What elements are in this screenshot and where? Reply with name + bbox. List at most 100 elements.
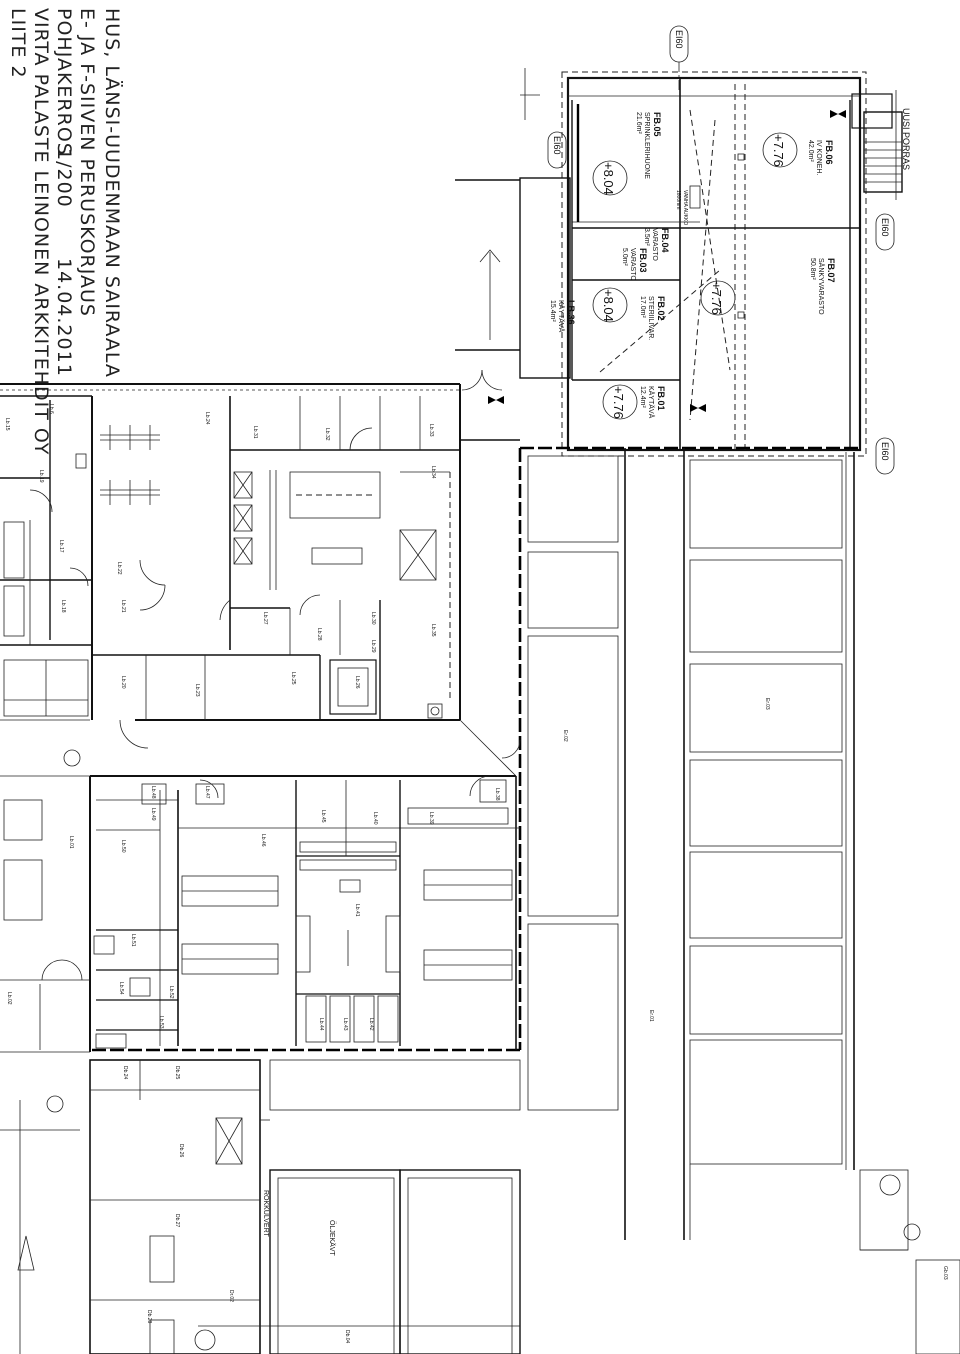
room-fb07-label: FB.07 SÄNKYVARASTO 50.8m² [809, 258, 836, 315]
svg-text:KÄYTÄVÄ: KÄYTÄVÄ [647, 386, 655, 419]
room-label: Lb.32 [324, 428, 330, 441]
level-circle [700, 280, 736, 316]
room-label: Lb.18 [60, 600, 66, 613]
room-label: Lb.29 [370, 640, 376, 653]
rokkulvert-label: RÖKKULVERT [262, 1190, 270, 1238]
west-rooms [0, 395, 92, 717]
room-label: Er.01 [648, 1010, 654, 1022]
title-block: HUS, LÄNSI-UUDENMAAN SAIRAALA E- JA F-SI… [7, 8, 124, 455]
central-upper-block [0, 369, 520, 749]
level-776-c: +7.76 [611, 386, 626, 419]
svg-text:FB.03: FB.03 [638, 248, 648, 273]
svg-text:IV KONEH.: IV KONEH. [815, 140, 822, 175]
room-label: Db.25 [174, 1066, 180, 1080]
room-label: Lb.15 [4, 418, 10, 431]
svg-text:5.0m²: 5.0m² [621, 248, 628, 267]
appendix-label: LIITE 2 [7, 8, 29, 79]
title-line-4: VIRTA PALASTE LEINONEN ARKKITEHDIT OY [30, 8, 52, 455]
level-circle [592, 287, 628, 323]
room-label: Lb.24 [204, 412, 210, 425]
room-label: Lb.40 [372, 812, 378, 825]
svg-text:21.6m²: 21.6m² [635, 112, 642, 134]
title-line-1: HUS, LÄNSI-UUDENMAAN SAIRAALA [101, 8, 124, 378]
wc-fixtures [93, 779, 507, 1049]
room-label: Db.24 [122, 1066, 128, 1080]
valve-icon [488, 396, 504, 404]
room-labels: Lb.6 Lb.15 Lb.17 Lb.18 Lb.19 Lb.20 Lb.21… [4, 404, 948, 1344]
svg-text:50.8m²: 50.8m² [809, 258, 816, 280]
corridor [0, 719, 521, 921]
room-label: Db.27 [174, 1214, 180, 1228]
locker-rows [181, 807, 513, 981]
level-circle [592, 160, 628, 196]
room-label: Lb.30 [370, 612, 376, 625]
svg-text:LB.36: LB.36 [566, 300, 576, 325]
room-label: Lb.39 [428, 812, 434, 825]
level-776-b: +7.76 [709, 282, 724, 315]
room-fb06-label: FB.06 IV KONEH. 42.0m² [807, 140, 834, 175]
svg-text:3.5m²: 3.5m² [643, 228, 650, 247]
room-label: Lb.44 [318, 1018, 324, 1031]
room-lb36-outline [519, 177, 571, 379]
room-label: Lb.43 [342, 1018, 348, 1031]
room-label: Db.26 [178, 1144, 184, 1158]
room-label: Lb.23 [194, 684, 200, 697]
d-wing: RÖKKULVERT ÖLJEKÄVT [0, 1059, 521, 1354]
svg-text:FB.06: FB.06 [824, 140, 834, 165]
svg-text:VARASTO: VARASTO [629, 248, 636, 281]
room-label: Lb.48 [150, 786, 156, 799]
room-label: Dr.02 [228, 1290, 234, 1302]
f-wing-outline [566, 76, 862, 452]
room-label: Lb.27 [262, 612, 268, 625]
room-fb04-label: FB.04 VARASTO 3.5m² [643, 228, 670, 261]
room-label: Lb.25 [290, 672, 296, 685]
room-label: Lb.26 [354, 676, 360, 689]
svg-text:15.4m²: 15.4m² [549, 300, 556, 322]
room-label: Lb.21 [120, 600, 126, 613]
room-label: Gb.03 [942, 1266, 948, 1280]
room-label: Db.04 [344, 1330, 350, 1344]
valve-icon [690, 404, 706, 412]
svg-text:SÄNKYVARASTO: SÄNKYVARASTO [817, 258, 825, 315]
level-804-a: +8.04 [601, 162, 616, 195]
shelving [100, 425, 160, 505]
svg-text:FB.02: FB.02 [656, 296, 666, 321]
title-line-3-scale: 1/200 [53, 148, 75, 208]
level-circle [602, 384, 638, 420]
room-label: Lb.51 [130, 934, 136, 947]
valve-icon [830, 110, 846, 118]
ei60-tag: EI60 [669, 25, 689, 90]
room-fb01-label: FB.01 KÄYTÄVÄ 12.4m² [639, 386, 666, 419]
svg-text:FB.05: FB.05 [652, 112, 662, 137]
room-label: Lb.41 [354, 904, 360, 917]
svg-text:FB.07: FB.07 [826, 258, 836, 283]
svg-text:17.0m²: 17.0m² [639, 296, 646, 318]
room-fb02-label: FB.02 STERIILIVAR. 17.0m² [639, 296, 666, 340]
room-label: Lb.49 [150, 808, 156, 821]
room-label: Lb.02 [6, 992, 12, 1005]
room-label: Lb.53 [158, 1016, 164, 1029]
room-fb03-label: FB.03 VARASTO 5.0m² [621, 248, 648, 281]
svg-text:VANHA AUKKO: VANHA AUKKO [682, 190, 688, 225]
room-label: Lb.20 [120, 676, 126, 689]
room-label: Lb.52 [168, 986, 174, 999]
room-fb05-label: FB.05 SPRINKLERIHUONE 21.6m² [635, 112, 662, 179]
oljekavt-label: ÖLJEKÄVT [328, 1220, 336, 1257]
room-label: Lb.19 [38, 470, 44, 483]
level-circle [762, 132, 798, 168]
room-label: Lb.45 [320, 810, 326, 823]
ei60-tag: EI60 [875, 213, 895, 251]
f-wing-plant-block: +8.04 +7.76 +8.04 +7.76 +7.76 FB.05 SPRI… [455, 68, 911, 457]
room-label: Lb.34 [430, 466, 436, 479]
new-stairs-label: UUSI PORRAS [901, 108, 911, 170]
svg-text:EI60: EI60 [880, 442, 890, 461]
central-lower-block [0, 775, 520, 1053]
svg-text:42.0m²: 42.0m² [807, 140, 814, 162]
room-label: Lb.31 [252, 426, 258, 439]
room-label: Lb.46 [260, 834, 266, 847]
room-label: Lb.42 [368, 1018, 374, 1031]
level-804-b: +8.04 [601, 289, 616, 322]
svg-text:STERIILIVAR.: STERIILIVAR. [647, 296, 654, 340]
